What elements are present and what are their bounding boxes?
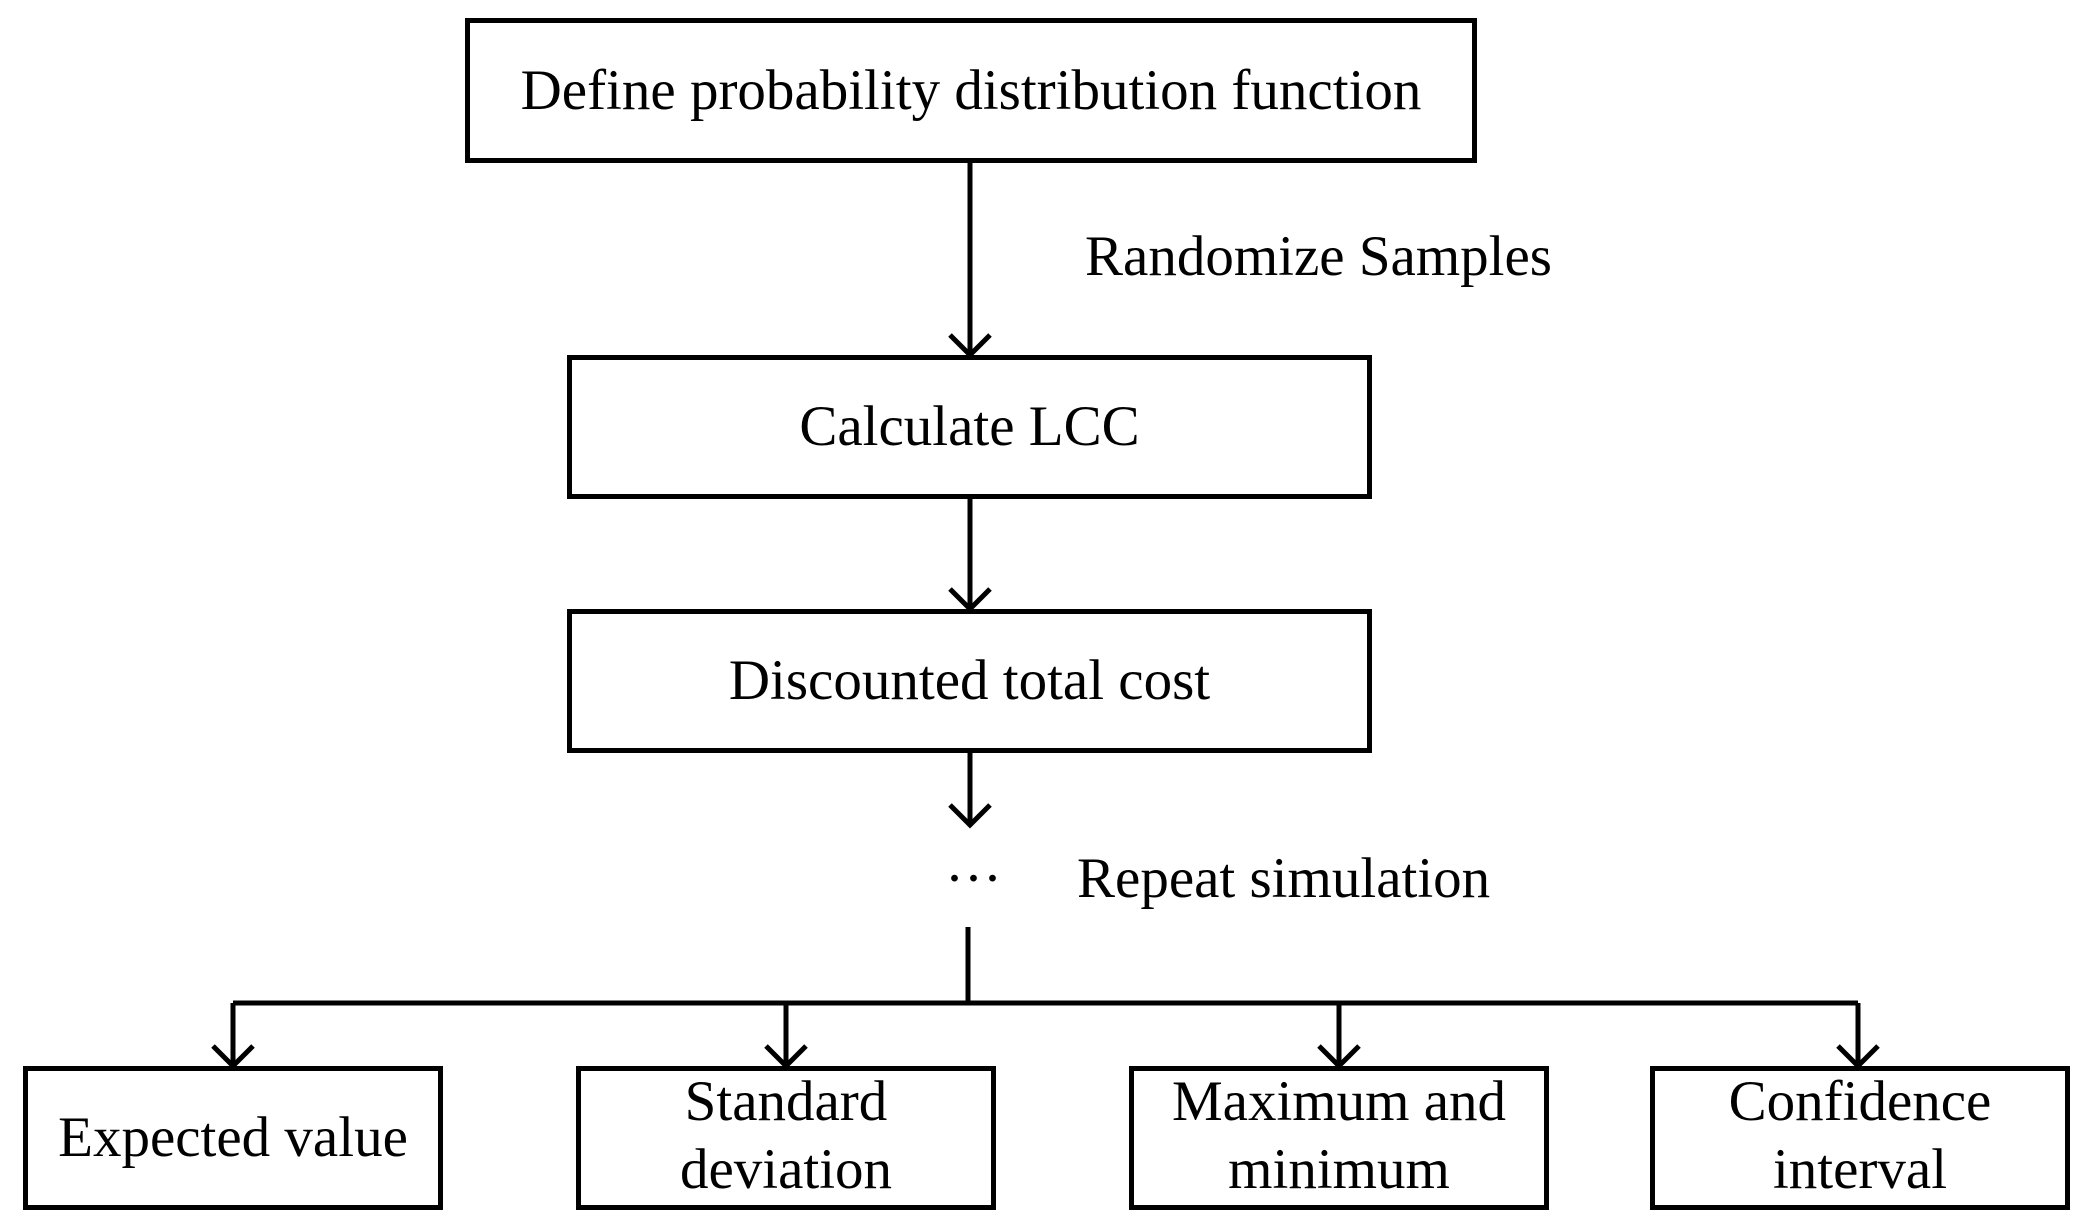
ellipsis-marker: ··· xyxy=(945,847,1002,910)
repeat-simulation-label: Repeat simulation xyxy=(1077,847,1491,910)
output-maxmin-line2: minimum xyxy=(1228,1138,1450,1201)
output-maximum-minimum: Maximum and minimum xyxy=(1129,1066,1549,1210)
output-standard-label: Standard deviation xyxy=(680,1068,892,1204)
output-confidence-line2: interval xyxy=(1772,1138,1948,1201)
output-expected-label: Expected value xyxy=(58,1106,408,1169)
output-standard-line2: deviation xyxy=(679,1138,893,1201)
step-define-label: Define probability distribution function xyxy=(520,58,1422,122)
output-standard-line1: Standard xyxy=(684,1070,888,1133)
output-standard-deviation: Standard deviation xyxy=(576,1066,996,1210)
output-expected-value: Expected value xyxy=(23,1066,443,1210)
step-define-distribution: Define probability distribution function xyxy=(465,18,1477,163)
output-confidence-interval: Confidence interval xyxy=(1650,1066,2070,1210)
output-maxmin-line1: Maximum and xyxy=(1171,1070,1507,1133)
step-calculate-lcc: Calculate LCC xyxy=(567,355,1372,499)
output-maxmin-label: Maximum and minimum xyxy=(1172,1068,1506,1204)
randomize-samples-label: Randomize Samples xyxy=(1085,225,1552,288)
step-discounted-total-cost: Discounted total cost xyxy=(567,609,1372,753)
output-confidence-label: Confidence interval xyxy=(1729,1068,1992,1204)
arrowhead-repeat xyxy=(948,803,992,829)
step-discounted-label: Discounted total cost xyxy=(728,649,1211,712)
output-confidence-line1: Confidence xyxy=(1728,1070,1992,1133)
step-calculate-label: Calculate LCC xyxy=(799,395,1140,458)
